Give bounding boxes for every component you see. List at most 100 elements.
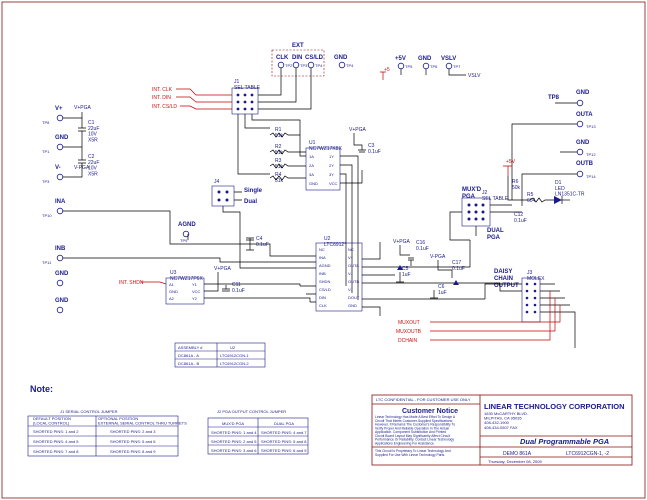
u2-pin-labels: NC INA AGND INB SHDN CS/LD DIN CLK NC V+… xyxy=(319,247,360,308)
svg-text:VCC: VCC xyxy=(329,181,338,186)
svg-text:INA: INA xyxy=(55,199,66,205)
j3-molex[interactable] xyxy=(521,277,541,323)
tp-inb[interactable] xyxy=(56,254,64,262)
tp-gnd3[interactable] xyxy=(56,306,64,314)
svg-text:TP10: TP10 xyxy=(42,213,52,218)
svg-text:NC: NC xyxy=(319,247,325,252)
vslv-label: VSLV xyxy=(441,56,456,62)
svg-text:+5V: +5V xyxy=(506,159,516,165)
svg-text:V+PGA: V+PGA xyxy=(349,127,366,133)
net-int-shdn: INT. SHDN xyxy=(119,280,144,286)
svg-text:AGND: AGND xyxy=(178,222,196,228)
csld-label: CS/LD xyxy=(305,55,324,61)
svg-text:V-: V- xyxy=(348,271,352,276)
svg-text:V-: V- xyxy=(348,287,352,292)
tp-vplus[interactable] xyxy=(56,114,64,122)
c16-polar-mark xyxy=(397,265,403,270)
svg-text:LINEAR TECHNOLOGY CORPORATION: LINEAR TECHNOLOGY CORPORATION xyxy=(484,402,625,411)
svg-text:DOUT: DOUT xyxy=(348,295,360,300)
svg-text:V+PGA: V+PGA xyxy=(214,266,231,272)
tp-outb-r[interactable] xyxy=(576,170,584,178)
j2-table-title: J2 PGA OUTPUT CONTROL JUMPER xyxy=(217,409,286,414)
svg-text:ASSEMBLY #: ASSEMBLY # xyxy=(178,345,203,350)
dual-label: Dual xyxy=(244,199,257,205)
tp-ina[interactable] xyxy=(56,207,64,215)
svg-text:1A: 1A xyxy=(309,154,314,159)
svg-text:TP4: TP4 xyxy=(346,63,354,68)
u1-pin-labels: 1A 2A 3A GND 1Y 2Y 3Y VCC xyxy=(309,154,338,186)
svg-text:J4: J4 xyxy=(214,179,220,185)
tp-csld[interactable] xyxy=(307,61,315,69)
svg-text:INA: INA xyxy=(319,255,326,260)
svg-text:GND: GND xyxy=(55,298,69,304)
svg-text:OUTB: OUTB xyxy=(348,279,359,284)
j1-table-title: J1 SERIAL CONTROL JUMPER xyxy=(60,409,118,414)
svg-text:GND: GND xyxy=(309,181,318,186)
clk-label: CLK xyxy=(276,55,289,61)
svg-text:2A: 2A xyxy=(309,163,314,168)
tp-vslv[interactable] xyxy=(445,62,453,70)
svg-text:NC: NC xyxy=(348,247,354,252)
svg-text:GND: GND xyxy=(348,303,357,308)
svg-text:Linear Technology Has Made A B: Linear Technology Has Made A Best Effort… xyxy=(375,415,456,446)
svg-text:DEMO 861A: DEMO 861A xyxy=(503,451,532,457)
j3-pins xyxy=(525,282,537,314)
tp-gnd2[interactable] xyxy=(56,279,64,287)
svg-text:2Y: 2Y xyxy=(329,163,334,168)
j1-pins xyxy=(236,93,254,111)
svg-text:TP8: TP8 xyxy=(42,120,50,125)
svg-text:DC861A - B: DC861A - B xyxy=(178,361,199,366)
gnd-r1-label: GND xyxy=(576,90,590,96)
tp-clk[interactable] xyxy=(277,61,285,69)
svg-text:AGND: AGND xyxy=(319,263,331,268)
svg-text:GND: GND xyxy=(55,135,69,141)
svg-text:SHORTED PINS: 7 and 8: SHORTED PINS: 7 and 8 xyxy=(33,449,79,454)
tp-gnd-r2[interactable] xyxy=(576,148,584,156)
svg-text:SHORTED PINS: 1 and 4: SHORTED PINS: 1 and 4 xyxy=(211,430,257,435)
svg-text:MUX'D PGA: MUX'D PGA xyxy=(222,421,244,426)
svg-text:INB: INB xyxy=(319,271,326,276)
svg-text:TP11: TP11 xyxy=(42,260,52,265)
svg-text:SHORTED PINS: 5 and 6: SHORTED PINS: 5 and 6 xyxy=(110,439,156,444)
tp-gnd-r1[interactable] xyxy=(576,99,584,107)
svg-text:Thursday, December 08, 2005: Thursday, December 08, 2005 xyxy=(488,459,543,464)
net-muxoutb: MUXOUTB xyxy=(396,329,422,335)
din-label: DIN xyxy=(292,55,302,61)
svg-text:TP9: TP9 xyxy=(180,238,188,243)
tp-gnd-top2[interactable] xyxy=(422,62,430,70)
svg-text:V+PGA: V+PGA xyxy=(74,105,91,111)
svg-text:U2: U2 xyxy=(230,345,236,350)
svg-text:INB: INB xyxy=(55,246,66,252)
svg-text:1630 McCARTHY BLVD.MILPITAS, C: 1630 McCARTHY BLVD.MILPITAS, CA 95035408… xyxy=(484,411,528,430)
svg-text:VCC: VCC xyxy=(192,289,201,294)
svg-text:GND: GND xyxy=(55,271,69,277)
svg-text:Y2: Y2 xyxy=(192,296,198,301)
tp-gnd-top[interactable] xyxy=(338,61,346,69)
tp-plus5v[interactable] xyxy=(397,62,405,70)
tp-outa-r[interactable] xyxy=(576,120,584,128)
svg-text:Dual Programmable PGA: Dual Programmable PGA xyxy=(520,437,609,446)
u2-chip[interactable] xyxy=(315,242,363,312)
tp-gnda[interactable] xyxy=(56,143,64,151)
tp-agnd[interactable] xyxy=(182,230,190,238)
tp-vminus[interactable] xyxy=(56,173,64,181)
tp-din[interactable] xyxy=(292,61,300,69)
j4-jumper[interactable] xyxy=(211,185,235,207)
u1-chip[interactable] xyxy=(305,147,341,191)
svg-text:LTC CONFIDENTIAL - FOR CUSTOME: LTC CONFIDENTIAL - FOR CUSTOMER USE ONLY xyxy=(376,397,471,402)
left-testpoints: V+ TP8 GND TP1 V- TP3 INA TP10 AGND TP9 … xyxy=(42,106,196,314)
c17-polar-mark xyxy=(453,280,459,285)
